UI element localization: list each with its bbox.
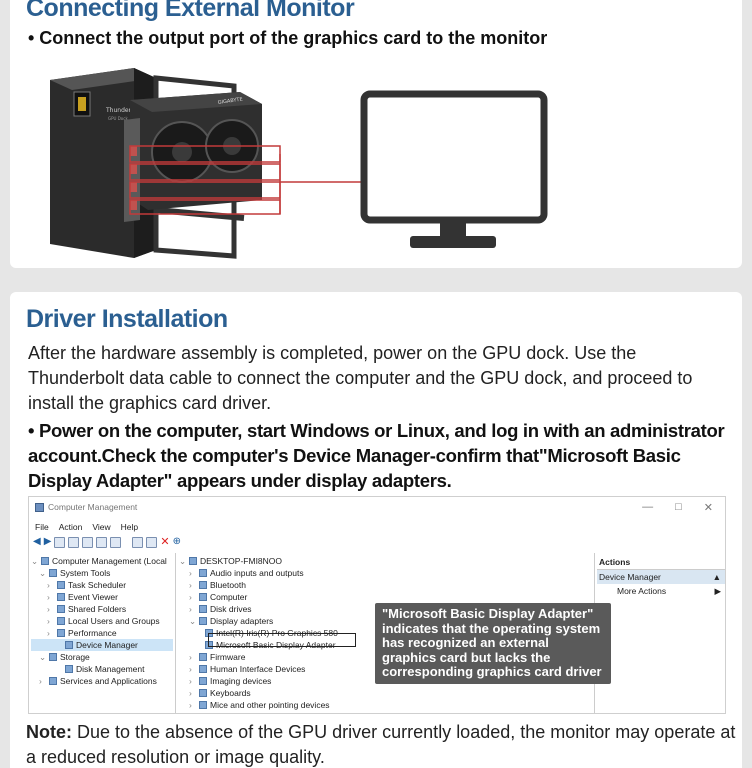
help-icon[interactable] bbox=[96, 537, 108, 548]
output-port-4 bbox=[130, 200, 137, 210]
note-body: Due to the absence of the GPU driver cur… bbox=[26, 722, 736, 767]
adapter-highlight-box bbox=[208, 633, 356, 647]
monitor-icon bbox=[360, 90, 548, 224]
pane-divider-left bbox=[175, 553, 176, 713]
computer-management-icon bbox=[35, 502, 44, 512]
close-button[interactable]: ✕ bbox=[703, 502, 713, 514]
tree-device-manager[interactable]: Device Manager bbox=[31, 639, 173, 651]
device-disk-drives[interactable]: ›Disk drives bbox=[189, 604, 252, 614]
actions-more[interactable]: More Actions▶ bbox=[617, 586, 721, 596]
gpu-dock-illustration: Thunderbolt 3/4 GPU Dock GIGABYTE bbox=[50, 68, 548, 259]
tree-disk-management[interactable]: Disk Management bbox=[31, 663, 173, 675]
computer-management-window: Computer Management — □ ✕ File Action Vi… bbox=[28, 496, 726, 714]
back-arrow-icon[interactable]: ◀ bbox=[33, 536, 41, 547]
up-folder-icon[interactable] bbox=[54, 537, 66, 548]
device-mice[interactable]: ›Mice and other pointing devices bbox=[189, 700, 330, 710]
menu-help[interactable]: Help bbox=[120, 522, 139, 532]
driver-paragraph: After the hardware assembly is completed… bbox=[28, 343, 693, 413]
gpu-brand: GIGABYTE bbox=[217, 97, 243, 106]
monitor-bullet: • Connect the output port of the graphic… bbox=[28, 28, 548, 48]
window-controls: — □ ✕ bbox=[642, 501, 713, 514]
driver-installation-card: Driver Installation After the hardware a… bbox=[10, 292, 742, 768]
tree-shared-folders[interactable]: ›Shared Folders bbox=[47, 604, 127, 614]
device-audio[interactable]: ›Audio inputs and outputs bbox=[189, 568, 304, 578]
driver-bold-instructions: • Power on the computer, start Windows o… bbox=[28, 420, 725, 491]
menu-file[interactable]: File bbox=[35, 522, 49, 532]
tree-event-viewer[interactable]: ›Event Viewer bbox=[47, 592, 118, 602]
section-title-monitor: Connecting External Monitor bbox=[26, 0, 355, 22]
menu-action[interactable]: Action bbox=[58, 522, 83, 532]
actions-pane: Actions Device Manager▲ More Actions▶ bbox=[597, 555, 725, 598]
note-label: Note: bbox=[26, 722, 72, 742]
output-port-2 bbox=[130, 164, 137, 174]
update-driver-icon[interactable] bbox=[146, 537, 158, 548]
monitor-connection-card: Connecting External Monitor • Connect th… bbox=[10, 0, 742, 268]
actions-device-manager[interactable]: Device Manager▲ bbox=[597, 570, 725, 584]
collapse-up-icon: ▲ bbox=[712, 572, 721, 582]
monitor-stand bbox=[410, 236, 496, 248]
device-hid[interactable]: ›Human Interface Devices bbox=[189, 664, 306, 674]
monitor-neck bbox=[440, 223, 466, 237]
output-port-1 bbox=[130, 146, 137, 156]
device-tree-root[interactable]: ⌄DESKTOP-FMI8NOO bbox=[179, 556, 283, 566]
menu-bar: File Action View Help bbox=[35, 522, 138, 532]
device-computer[interactable]: ›Computer bbox=[189, 592, 248, 602]
dock-label: Thunderbolt 3/4 bbox=[105, 107, 154, 114]
window-titlebar: Computer Management bbox=[35, 502, 137, 512]
window-title: Computer Management bbox=[48, 502, 138, 512]
power-switch bbox=[78, 97, 86, 111]
device-keyboards[interactable]: ›Keyboards bbox=[189, 688, 251, 698]
left-navigation-tree: ⌄Computer Management (Local ⌄System Tool… bbox=[31, 555, 173, 687]
scan-hardware-icon[interactable]: ⊕ bbox=[172, 536, 182, 547]
output-port-3 bbox=[130, 182, 137, 192]
tree-task-scheduler[interactable]: ›Task Scheduler bbox=[47, 580, 127, 590]
menu-view[interactable]: View bbox=[92, 522, 111, 532]
device-firmware[interactable]: ›Firmware bbox=[189, 652, 246, 662]
section-title-driver: Driver Installation bbox=[26, 305, 228, 333]
tree-services-applications[interactable]: ›Services and Applications bbox=[39, 676, 157, 686]
dock-sublabel: GPU Dock bbox=[108, 116, 128, 121]
computer-icon[interactable] bbox=[132, 537, 144, 548]
tree-storage[interactable]: ⌄Storage bbox=[39, 652, 90, 662]
maximize-button[interactable]: □ bbox=[675, 501, 682, 513]
export-list-icon[interactable] bbox=[82, 537, 94, 548]
forward-arrow-icon[interactable]: ▶ bbox=[43, 536, 52, 547]
device-display-adapters[interactable]: ⌄Display adapters bbox=[189, 616, 274, 626]
tree-system-tools[interactable]: ⌄System Tools bbox=[39, 568, 111, 578]
tree-local-users[interactable]: ›Local Users and Groups bbox=[47, 616, 160, 626]
toolbar: ◀ ▶ ✕ ⊕ bbox=[33, 537, 181, 548]
dock-top bbox=[50, 68, 156, 90]
explanation-callout: "Microsoft Basic Display Adapter" indica… bbox=[375, 603, 611, 684]
tree-performance[interactable]: ›Performance bbox=[47, 628, 117, 638]
minimize-button[interactable]: — bbox=[642, 501, 654, 513]
tree-computer-management[interactable]: ⌄Computer Management (Local bbox=[31, 556, 167, 566]
device-microsoft-basic-display-adapter[interactable]: Microsoft Basic Display Adapter bbox=[179, 639, 539, 651]
device-imaging[interactable]: ›Imaging devices bbox=[189, 676, 272, 686]
note-text: Note: Due to the absence of the GPU driv… bbox=[26, 720, 738, 768]
device-bluetooth[interactable]: ›Bluetooth bbox=[189, 580, 246, 590]
actions-header: Actions bbox=[597, 555, 725, 570]
properties-icon[interactable] bbox=[110, 537, 122, 548]
uninstall-x-icon[interactable]: ✕ bbox=[160, 536, 170, 548]
show-hide-tree-icon[interactable] bbox=[68, 537, 80, 548]
expand-right-icon: ▶ bbox=[714, 586, 721, 596]
